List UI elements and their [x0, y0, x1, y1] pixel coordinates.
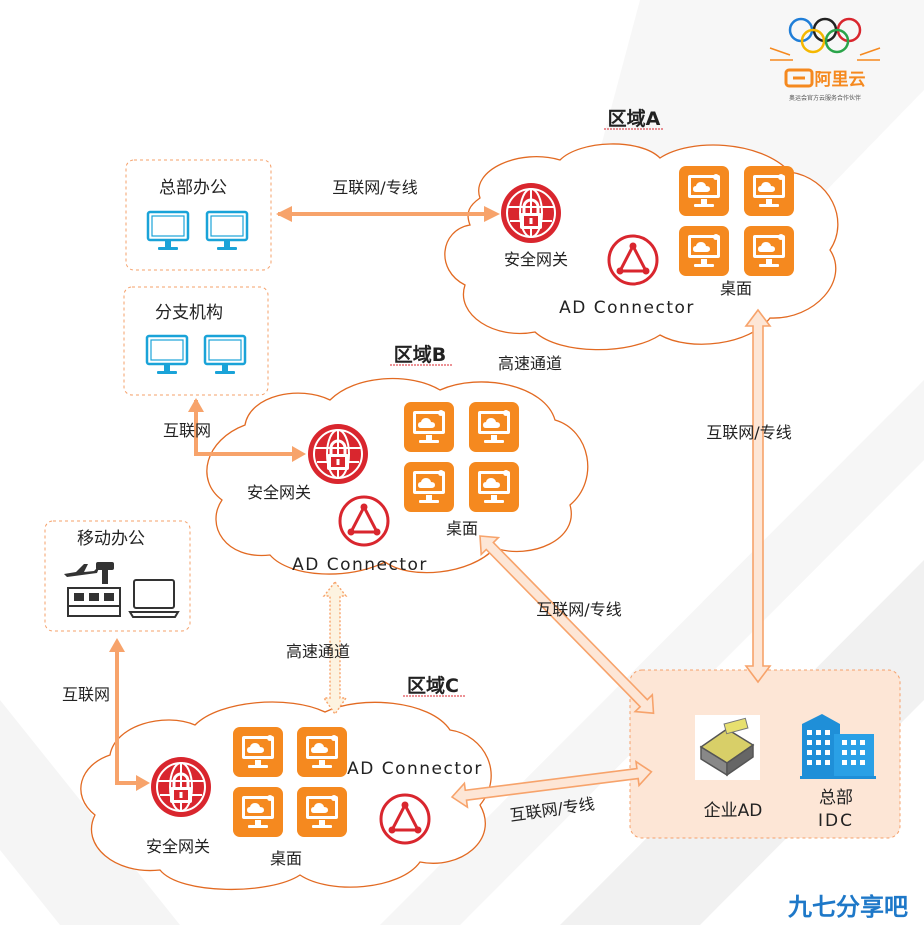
cloud-desktop-icon — [297, 787, 347, 837]
desktop-a-label: 桌面 — [720, 279, 752, 298]
hq-idc-label-line1: 总部 — [819, 788, 853, 808]
enterprise-ad-label: 企业AD — [704, 801, 763, 821]
region-a-title: 区域A — [608, 107, 661, 130]
enterprise-ad-server-icon — [695, 715, 760, 780]
branch-box — [123, 286, 269, 396]
brand-name: 阿里云 — [815, 70, 866, 90]
link-branch-b-label: 互联网 — [163, 421, 211, 440]
cloud-desktop-icon — [679, 226, 729, 276]
link-c-idc-label: 互联网/专线 — [509, 794, 596, 825]
link-region-b-idc — [479, 535, 655, 715]
security-gateway-icon — [499, 181, 563, 245]
link-hq-a-label: 互联网/专线 — [332, 178, 417, 197]
ad-connector-c-label: AD Connector — [347, 759, 483, 779]
cloud-desktop-icon — [404, 402, 454, 452]
hq-office-box — [125, 159, 272, 271]
gateway-a-label: 安全网关 — [504, 250, 568, 269]
desktop-b-label: 桌面 — [446, 519, 478, 538]
sun-rays-decoration — [769, 47, 881, 61]
cloud-desktop-icon — [744, 166, 794, 216]
watermark-text: 九七分享吧 — [787, 893, 908, 921]
cloud-region-b — [206, 377, 589, 575]
hq-idc-label-line2: IDC — [818, 811, 854, 831]
hq-building-icon — [800, 714, 876, 779]
link-mobile-c-label: 互联网 — [62, 685, 110, 704]
ad-connector-icon — [379, 793, 431, 845]
cloud-desktop-icon — [679, 166, 729, 216]
ad-connector-icon — [338, 495, 390, 547]
aliyun-logo-icon — [784, 68, 814, 88]
branch-label: 分支机构 — [155, 303, 223, 323]
link-mobile-region-c — [109, 638, 150, 791]
ad-connector-b-label: AD Connector — [292, 555, 428, 575]
cloud-desktop-icon — [469, 462, 519, 512]
link-a-b-label: 高速通道 — [498, 354, 562, 373]
airport-icon — [64, 562, 121, 617]
hq-office-label: 总部办公 — [159, 178, 227, 198]
cloud-desktop-icon — [744, 226, 794, 276]
desktop-c-label: 桌面 — [270, 849, 302, 868]
link-branch-region-b — [188, 398, 306, 462]
ad-connector-a-label: AD Connector — [559, 298, 695, 318]
cloud-desktop-icon — [404, 462, 454, 512]
region-b-title: 区域B — [394, 343, 446, 366]
cloud-desktop-icon — [297, 727, 347, 777]
gateway-b-label: 安全网关 — [247, 483, 311, 502]
ad-connector-icon — [607, 234, 659, 286]
security-gateway-icon — [149, 755, 213, 819]
link-region-b-region-c — [322, 580, 348, 716]
link-b-idc-label: 互联网/专线 — [536, 600, 621, 619]
olympic-rings-logo — [788, 17, 862, 54]
cloud-desktop-icon — [233, 787, 283, 837]
link-region-a-idc — [744, 308, 772, 684]
laptop-icon — [128, 579, 180, 618]
gateway-c-label: 安全网关 — [146, 837, 210, 856]
brand-tagline: 奥运会官方云服务合作伙伴 — [789, 94, 861, 102]
region-c-title: 区域C — [407, 674, 459, 697]
link-b-c-label: 高速通道 — [286, 642, 350, 661]
cloud-desktop-icon — [469, 402, 519, 452]
link-a-idc-label: 互联网/专线 — [706, 423, 791, 442]
cloud-region-c — [80, 701, 492, 891]
cloud-desktop-icon — [233, 727, 283, 777]
link-hq-region-a — [276, 206, 500, 222]
security-gateway-icon — [306, 422, 370, 486]
mobile-office-label: 移动办公 — [77, 529, 145, 549]
link-region-c-idc — [450, 760, 653, 809]
